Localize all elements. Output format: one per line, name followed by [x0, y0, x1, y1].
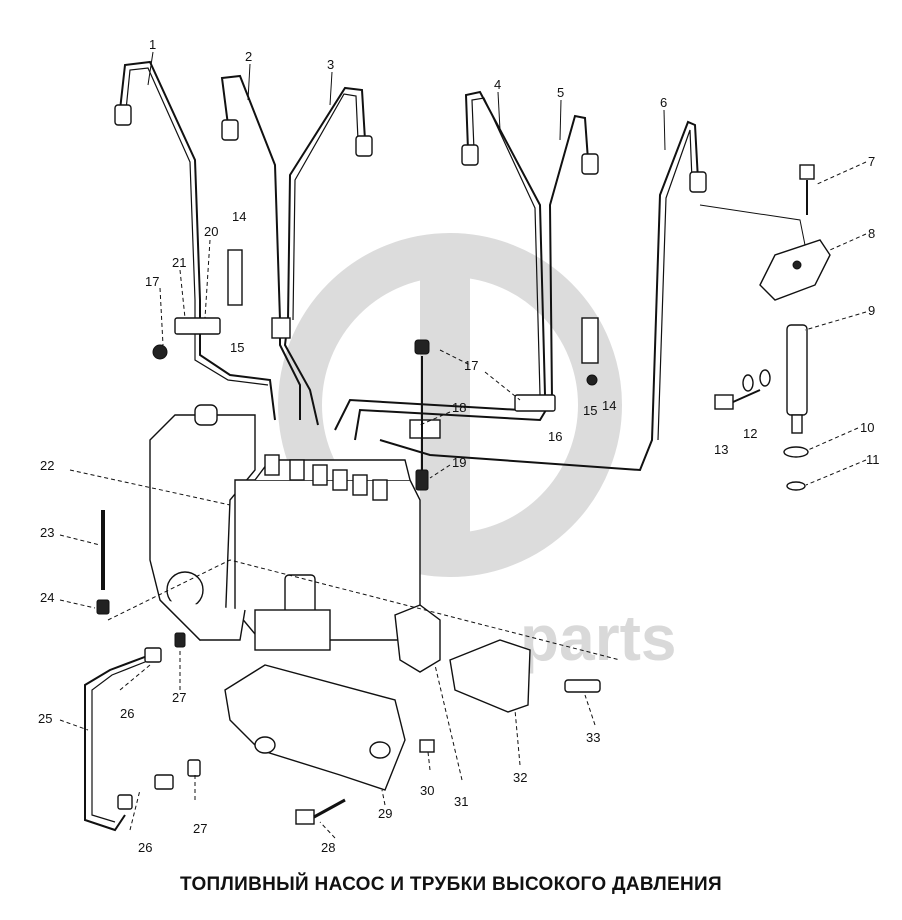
callout-1: 1	[149, 37, 156, 52]
watermark-text: parts	[520, 602, 677, 674]
callout-26-bottom: 26	[138, 840, 152, 855]
callout-labels: 1 2 3 4 5 6 7 8 9 10 11 12 13 14 14 15 1…	[38, 37, 880, 855]
callout-29: 29	[378, 806, 392, 821]
callout-15-left: 15	[230, 340, 244, 355]
callout-21: 21	[172, 255, 186, 270]
return-line	[84, 510, 346, 832]
leader-lines	[59, 51, 867, 839]
callout-26-top: 26	[120, 706, 134, 721]
callout-14-right: 14	[602, 398, 616, 413]
callout-17-right: 17	[464, 358, 478, 373]
callout-23: 23	[40, 525, 54, 540]
callout-5: 5	[557, 85, 564, 100]
pipes-right	[334, 90, 699, 472]
callout-14-left: 14	[232, 209, 246, 224]
callout-22: 22	[40, 458, 54, 473]
injector-assembly	[699, 164, 831, 491]
callout-7: 7	[868, 154, 875, 169]
diagram-caption: ТОПЛИВНЫЙ НАСОС И ТРУБКИ ВЫСОКОГО ДАВЛЕН…	[180, 874, 722, 895]
callout-15-right: 15	[583, 403, 597, 418]
callout-20: 20	[204, 224, 218, 239]
injection-pump	[149, 404, 421, 651]
callout-6: 6	[660, 95, 667, 110]
callout-32: 32	[513, 770, 527, 785]
clamps	[152, 249, 599, 491]
callout-24: 24	[40, 590, 54, 605]
delivery-valves	[264, 454, 388, 501]
callout-27-bottom: 27	[193, 821, 207, 836]
callout-11: 11	[866, 452, 880, 467]
callout-4: 4	[494, 77, 501, 92]
parts-31-33	[394, 604, 601, 753]
pipe-nuts	[114, 104, 707, 193]
callout-17-left: 17	[145, 274, 159, 289]
callout-10: 10	[860, 420, 874, 435]
callout-18: 18	[452, 400, 466, 415]
callout-30: 30	[420, 783, 434, 798]
callout-9: 9	[868, 303, 875, 318]
callout-13: 13	[714, 442, 728, 457]
callout-16: 16	[548, 429, 562, 444]
callout-2: 2	[245, 49, 252, 64]
callout-3: 3	[327, 57, 334, 72]
pump-bracket	[224, 664, 406, 791]
callout-12: 12	[743, 426, 757, 441]
callout-31: 31	[454, 794, 468, 809]
callout-25: 25	[38, 711, 52, 726]
pipes-left	[119, 60, 366, 426]
callout-19: 19	[452, 455, 466, 470]
callout-28: 28	[321, 840, 335, 855]
callout-27-top: 27	[172, 690, 186, 705]
callout-33: 33	[586, 730, 600, 745]
callout-8: 8	[868, 226, 875, 241]
